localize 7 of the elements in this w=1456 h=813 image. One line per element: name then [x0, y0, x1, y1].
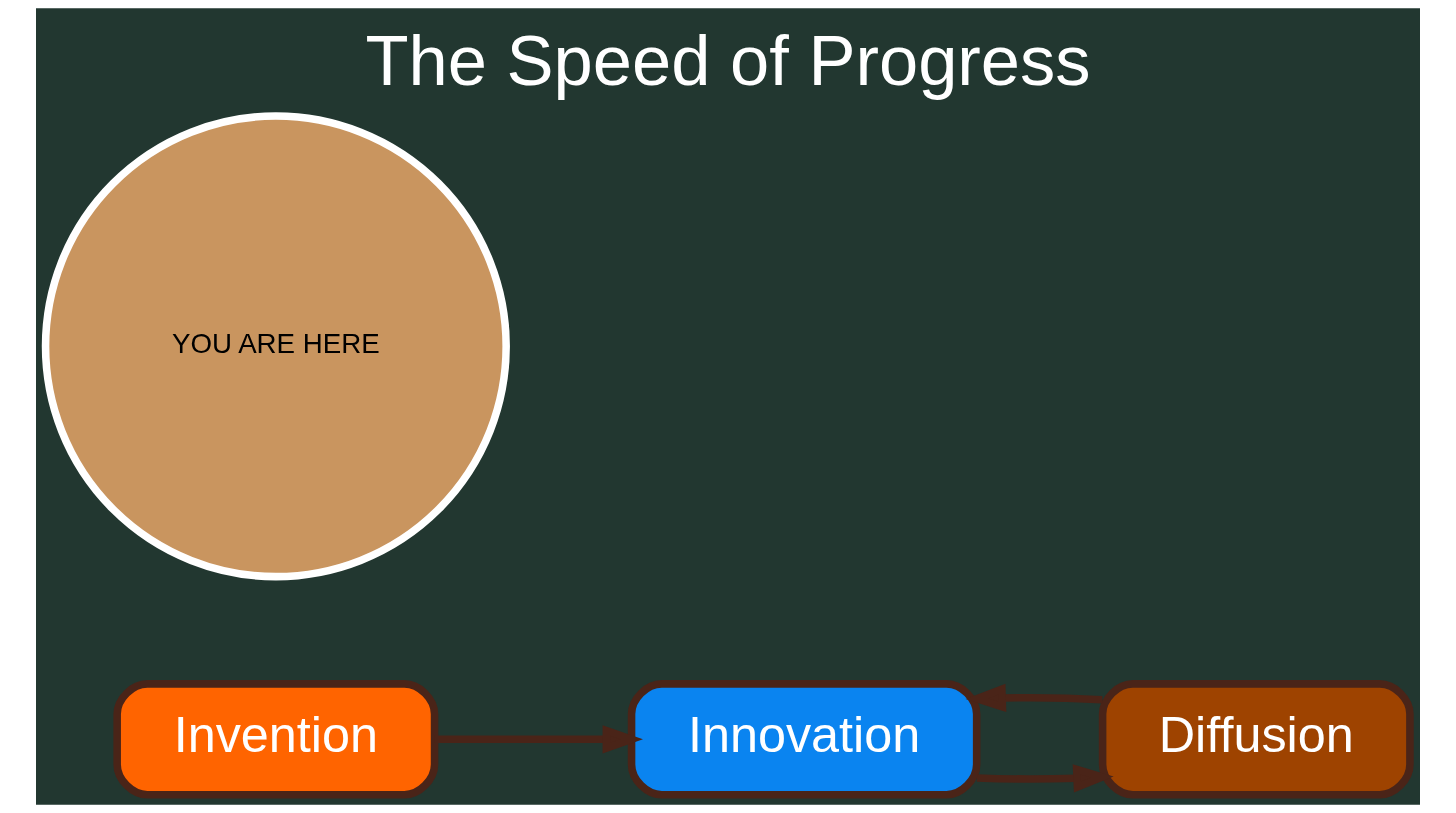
arrow [976, 764, 1114, 793]
node-box: Innovation [627, 680, 981, 799]
node-circle: YOU ARE HERE [41, 112, 510, 581]
node-box: Invention [113, 680, 439, 799]
arrow [965, 683, 1103, 713]
node-box: Diffusion [1098, 680, 1414, 799]
diagram-title: The Speed of Progress [365, 20, 1091, 100]
